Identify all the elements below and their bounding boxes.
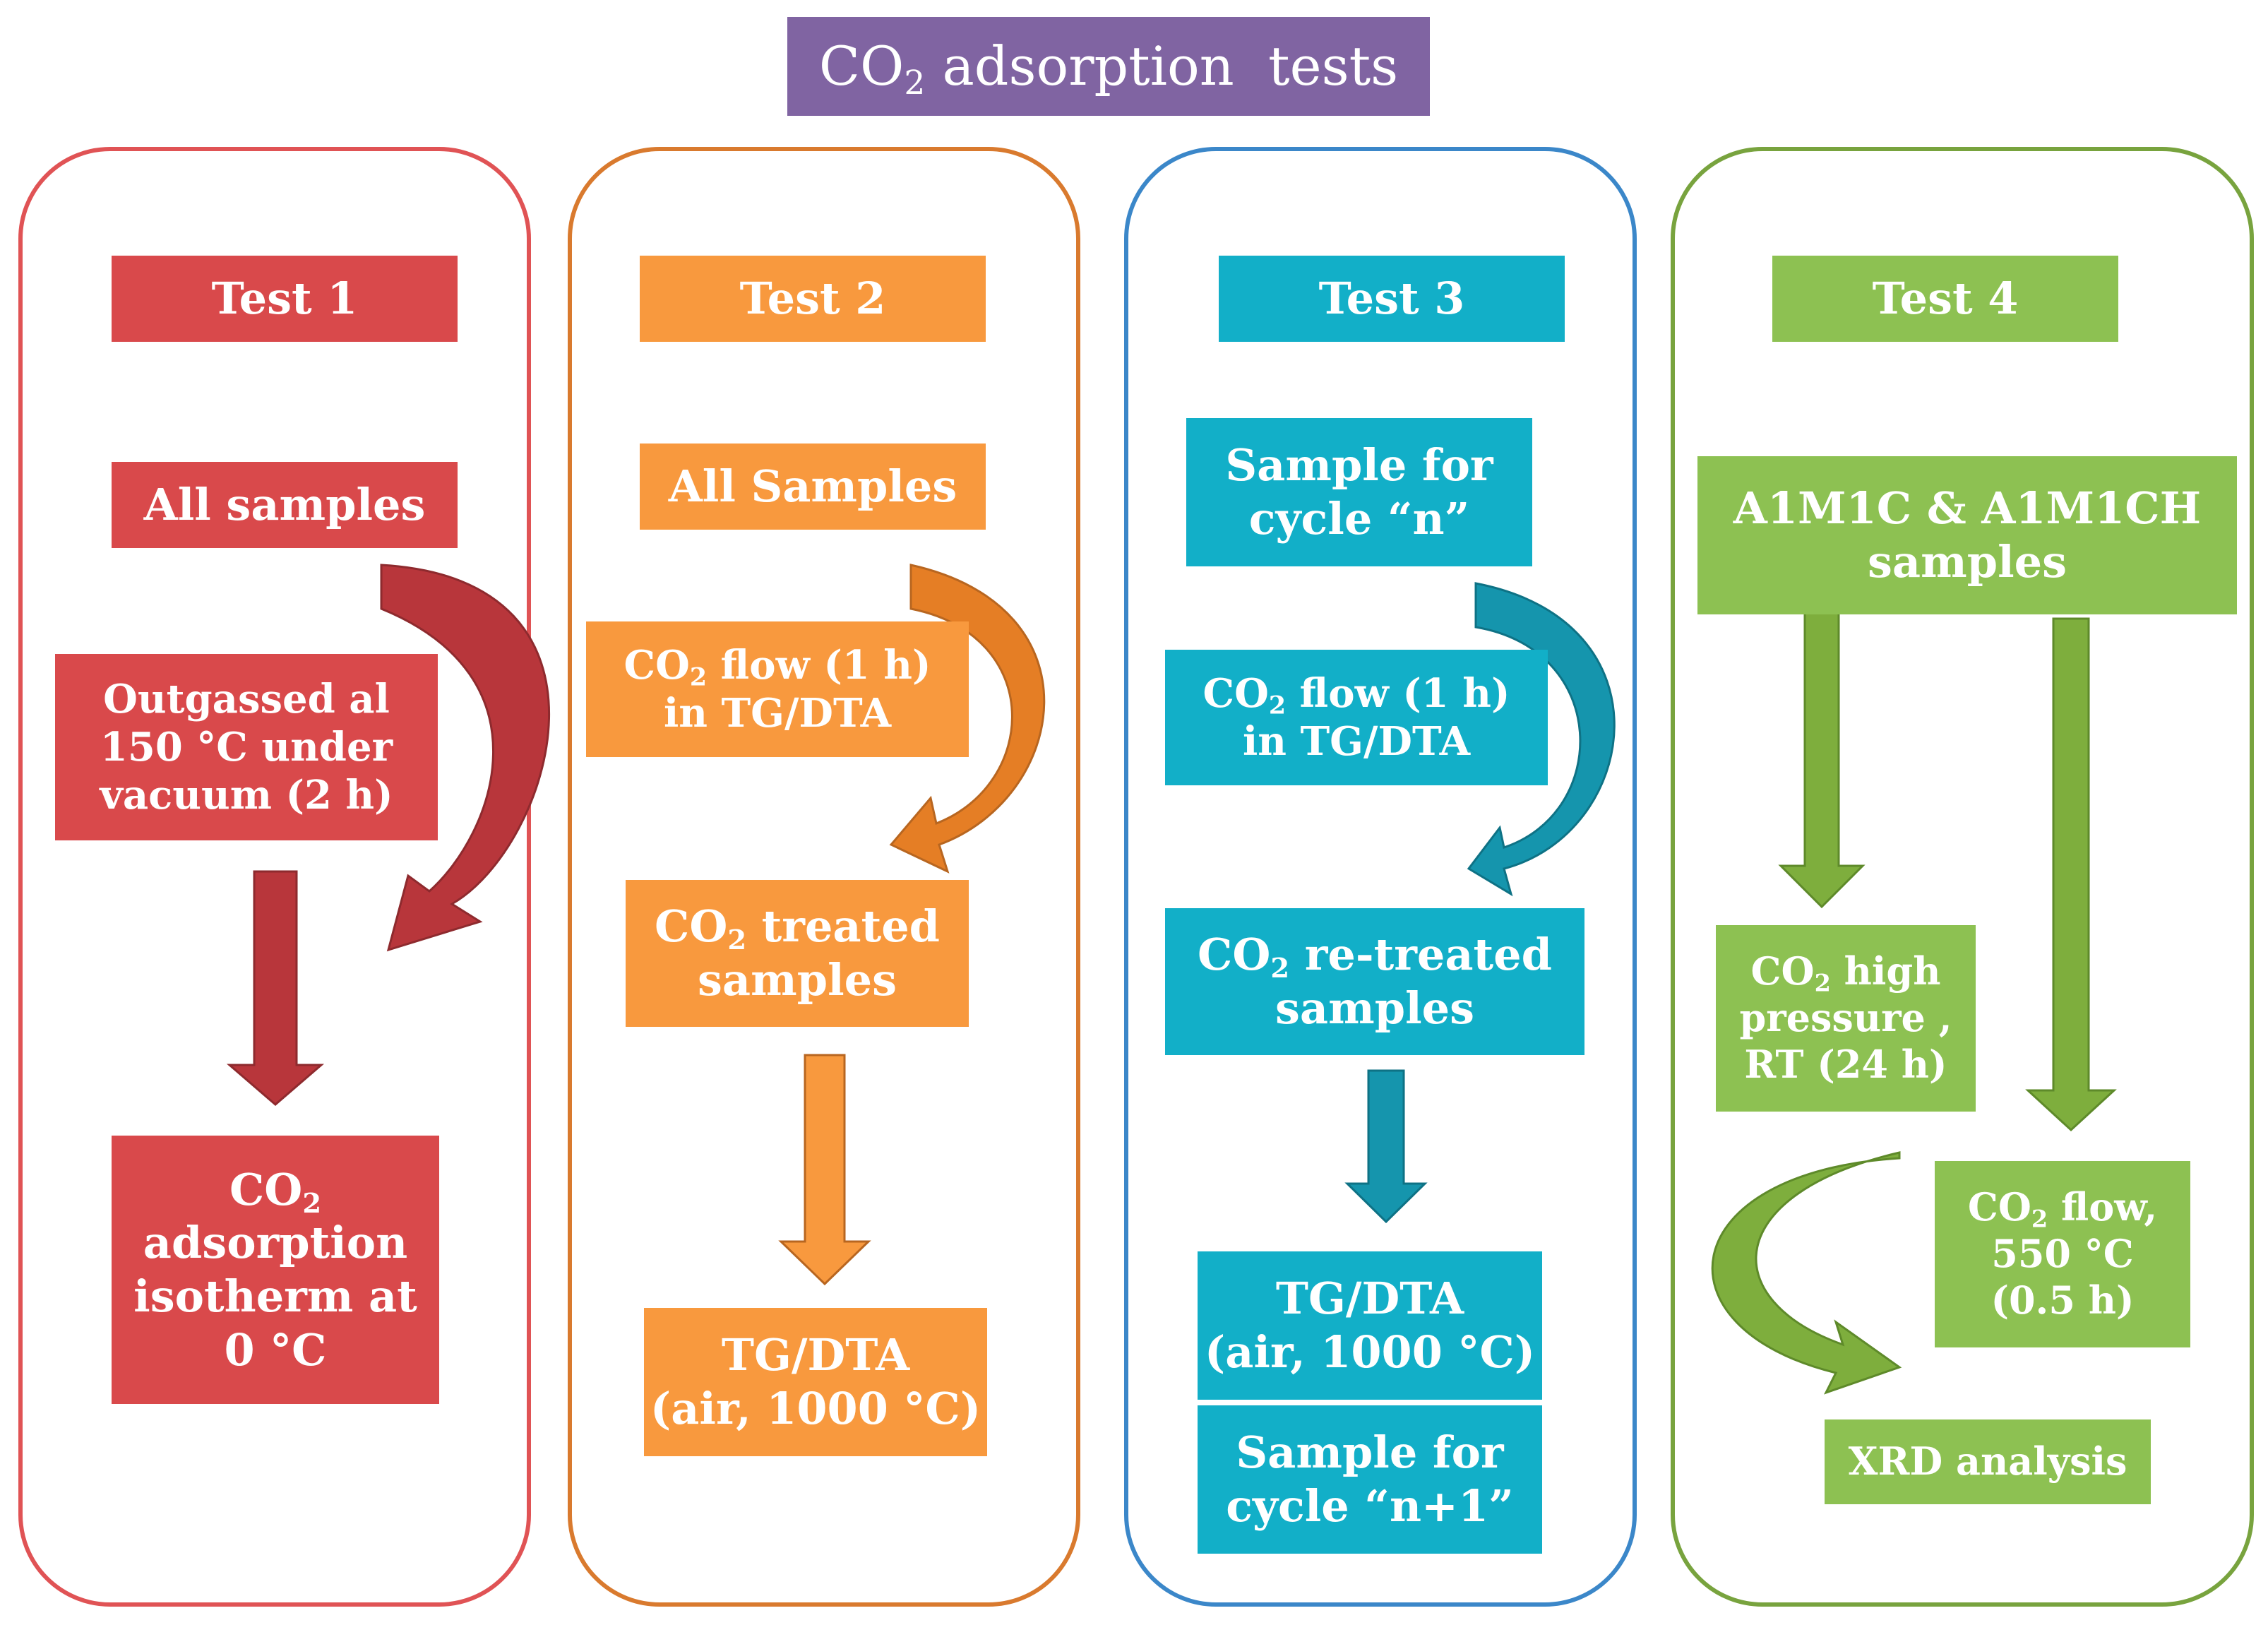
test4-step2-rest: high	[1830, 948, 1941, 994]
test1-step2-line2: 150 °C under	[100, 723, 393, 770]
test4-step3-line3: (0.5 h)	[1991, 1277, 2135, 1323]
test2-step-all-samples: All Samples	[640, 444, 986, 530]
test3-step5-line2: cycle “n+1”	[1226, 1480, 1514, 1532]
test1-step-isotherm: CO2 adsorption isotherm at 0 °C	[112, 1136, 439, 1404]
test2-step-co2-flow: CO2 flow (1 h) in TG/DTA	[586, 621, 969, 757]
test4-step3-rest: flow,	[2048, 1184, 2158, 1230]
test4-step3-line2: 550 °C	[1991, 1231, 2134, 1277]
test4-step1-line2: samples	[1868, 536, 2067, 588]
test2-step3-line2: samples	[698, 954, 897, 1006]
test2-step4-line2: (air, 1000 °C)	[650, 1383, 981, 1434]
test3-step3-rest: re-treated	[1289, 929, 1552, 981]
test3-step3-sub: 2	[1270, 953, 1290, 985]
test4-step2-co: CO	[1750, 948, 1815, 994]
test2-step4-line1: TG/DTA	[721, 1329, 910, 1381]
test1-step3-line3: isotherm at	[133, 1270, 417, 1322]
test4-step-high-pressure: CO2 high pressure , RT (24 h)	[1716, 925, 1976, 1112]
panel-test-4	[1671, 147, 2254, 1607]
test4-step2-line3: RT (24 h)	[1744, 1041, 1947, 1087]
test2-step2-rest: flow (1 h)	[707, 641, 931, 689]
test3-step4-line2: (air, 1000 °C)	[1204, 1326, 1536, 1378]
test4-header-label: Test 4	[1872, 273, 2019, 325]
test2-header-label: Test 2	[739, 273, 886, 325]
test4-step2-sub: 2	[1814, 969, 1831, 997]
test3-step-sample-n1: Sample for cycle “n+1”	[1198, 1405, 1542, 1554]
test3-step1-line2: cycle “n”	[1248, 493, 1470, 544]
title-co: CO	[818, 34, 905, 97]
test4-step1-line1: A1M1C & A1M1CH	[1733, 482, 2202, 535]
test1-step2-line3: vacuum (2 h)	[100, 772, 393, 819]
test1-step3-line4: 0 °C	[224, 1323, 327, 1376]
test3-step1-line1: Sample for	[1225, 439, 1493, 492]
test2-step1-label: All Samples	[668, 460, 957, 513]
test3-step2-line2: in TG/DTA	[1242, 718, 1471, 765]
test3-step3-line2: samples	[1275, 982, 1474, 1034]
test1-step-outgassed: Outgassed al 150 °C under vacuum (2 h)	[55, 654, 438, 840]
title-rest: adsorption tests	[925, 34, 1399, 97]
test3-step4-line1: TG/DTA	[1275, 1273, 1464, 1325]
diagram-title: CO2 adsorption tests	[787, 17, 1430, 116]
test2-step2-co: CO	[623, 641, 690, 689]
test3-step2-co: CO	[1202, 669, 1269, 717]
test3-step2-rest: flow (1 h)	[1286, 669, 1510, 717]
test1-header-label: Test 1	[211, 273, 358, 325]
test2-header: Test 2	[640, 256, 986, 342]
test3-step-tgdta: TG/DTA (air, 1000 °C)	[1198, 1251, 1542, 1400]
test2-step3-co: CO	[654, 900, 728, 953]
test3-step-sample-n: Sample for cycle “n”	[1186, 418, 1532, 566]
test3-step-retreated: CO2 re-treated samples	[1165, 908, 1584, 1055]
test2-step-tgdta: TG/DTA (air, 1000 °C)	[644, 1308, 987, 1456]
test4-step-xrd: XRD analysis	[1825, 1419, 2151, 1504]
test4-step-samples: A1M1C & A1M1CH samples	[1697, 456, 2237, 614]
test3-step3-co: CO	[1198, 929, 1271, 981]
test3-header-label: Test 3	[1318, 273, 1465, 325]
test4-header: Test 4	[1772, 256, 2118, 342]
title-co-sub: 2	[904, 63, 926, 102]
test4-step3-co: CO	[1967, 1184, 2031, 1230]
test3-step-co2-flow: CO2 flow (1 h) in TG/DTA	[1165, 650, 1548, 785]
test3-step5-line1: Sample for	[1236, 1427, 1504, 1479]
test2-step3-sub: 2	[727, 924, 747, 957]
test1-step1-label: All samples	[143, 479, 426, 531]
test2-step3-rest: treated	[746, 900, 941, 953]
test1-step3-line2: adsorption	[143, 1217, 408, 1269]
test3-header: Test 3	[1219, 256, 1565, 342]
test1-step3-sub: 2	[302, 1187, 322, 1220]
test4-step2-line2: pressure ,	[1739, 995, 1952, 1041]
test2-step2-sub: 2	[689, 662, 708, 692]
test4-step3-sub: 2	[2031, 1205, 2048, 1233]
test1-step3-co: CO	[229, 1163, 303, 1215]
test1-step2-line1: Outgassed al	[103, 675, 390, 722]
test1-step-all-samples: All samples	[112, 462, 458, 548]
test4-step-co2-flow: CO2 flow, 550 °C (0.5 h)	[1935, 1161, 2190, 1347]
test2-step2-line2: in TG/DTA	[663, 690, 892, 737]
test1-header: Test 1	[112, 256, 458, 342]
test3-step2-sub: 2	[1268, 691, 1287, 720]
test4-step4-label: XRD analysis	[1848, 1439, 2127, 1484]
test2-step-treated: CO2 treated samples	[626, 880, 969, 1027]
